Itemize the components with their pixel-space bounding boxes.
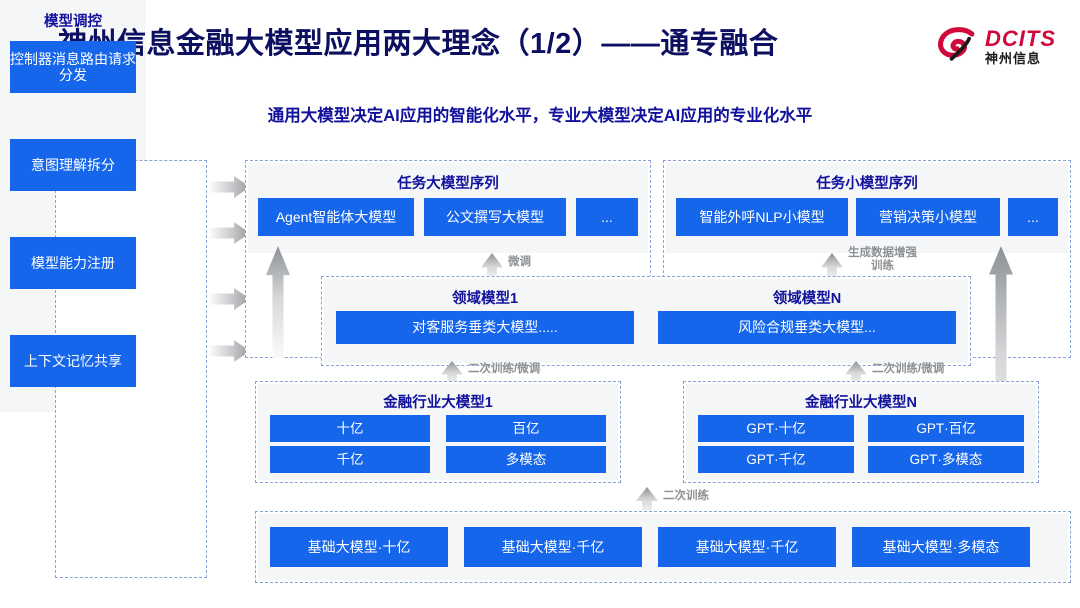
domain-panel: 领域模型1 领域模型N 对客服务垂类大模型..... 风险合规垂类大模型... <box>324 279 968 363</box>
sidebar-item-label: 控制器消息路由请求分发 <box>10 50 136 83</box>
sidebar-item-label: 上下文记忆共享 <box>24 352 122 369</box>
flow-label-finetune: 微调 <box>508 256 531 268</box>
task-large-item-label: Agent智能体大模型 <box>275 208 397 225</box>
flow-arrow-right-1 <box>208 176 250 198</box>
base-model-label: 基础大模型·多模态 <box>882 538 1000 555</box>
domain-model-item-label: 对客服务垂类大模型..... <box>412 319 558 336</box>
task-large-panel: 任务大模型序列 Agent智能体大模型 公文撰写大模型 ... <box>248 163 648 253</box>
base-model-label: 基础大模型·千亿 <box>695 538 799 555</box>
swirl-logo-icon <box>938 27 975 61</box>
flow-label-data-aug-line1: 生成数据增强 <box>848 247 917 259</box>
industry-n-item-0[interactable]: GPT·十亿 <box>698 415 854 442</box>
task-large-item-agent[interactable]: Agent智能体大模型 <box>258 198 414 236</box>
domain-model-n-item[interactable]: 风险合规垂类大模型... <box>658 311 956 344</box>
industry-1-item-3[interactable]: 多模态 <box>446 446 606 473</box>
domain-model-1-title: 领域模型1 <box>451 291 519 307</box>
industry-item-label: GPT·百亿 <box>916 420 976 436</box>
task-small-item-label: ... <box>1027 208 1039 225</box>
domain-model-n-title: 领域模型N <box>772 291 842 307</box>
flow-arrow-right-4 <box>208 340 250 362</box>
industry-n-item-2[interactable]: GPT·千亿 <box>698 446 854 473</box>
flow-arrow-right-2 <box>208 222 250 244</box>
industry-model-n-panel: 金融行业大模型N GPT·十亿 GPT·百亿 GPT·千亿 GPT·多模态 <box>686 384 1036 480</box>
task-large-item-document[interactable]: 公文撰写大模型 <box>424 198 566 236</box>
industry-model-1-panel: 金融行业大模型1 十亿 百亿 千亿 多模态 <box>258 384 618 480</box>
page-subtitle: 通用大模型决定AI应用的智能化水平，专业大模型决定AI应用的专业化水平 <box>267 107 813 125</box>
task-small-item-label: 智能外呼NLP小模型 <box>699 208 825 225</box>
sidebar-title: 模型调控 <box>44 14 102 30</box>
task-large-item-label: ... <box>601 208 613 225</box>
industry-item-label: GPT·千亿 <box>746 451 806 467</box>
industry-n-item-3[interactable]: GPT·多模态 <box>868 446 1024 473</box>
flow-label-base-retrain: 二次训练 <box>663 490 709 502</box>
base-model-2[interactable]: 基础大模型·千亿 <box>658 527 836 567</box>
sidebar-item-context-memory-sharing[interactable]: 上下文记忆共享 <box>10 335 136 387</box>
industry-item-label: GPT·十亿 <box>746 420 806 436</box>
industry-model-1-title: 金融行业大模型1 <box>383 395 493 411</box>
base-model-3[interactable]: 基础大模型·多模态 <box>852 527 1030 567</box>
domain-model-1-item[interactable]: 对客服务垂类大模型..... <box>336 311 634 344</box>
task-small-item-outbound-nlp[interactable]: 智能外呼NLP小模型 <box>676 198 848 236</box>
industry-n-item-1[interactable]: GPT·百亿 <box>868 415 1024 442</box>
task-small-item-label: 营销决策小模型 <box>879 208 977 225</box>
task-small-item-more[interactable]: ... <box>1008 198 1058 236</box>
brand-sub: 神州信息 <box>985 50 1042 66</box>
task-small-item-marketing[interactable]: 营销决策小模型 <box>856 198 1000 236</box>
industry-model-n-title: 金融行业大模型N <box>805 395 917 411</box>
task-large-title: 任务大模型序列 <box>397 176 499 192</box>
task-small-panel: 任务小模型序列 智能外呼NLP小模型 营销决策小模型 ... <box>666 163 1068 253</box>
flow-label-data-aug: 生成数据增强 训练 <box>848 247 917 273</box>
base-models-panel: 基础大模型·十亿 基础大模型·千亿 基础大模型·千亿 基础大模型·多模态 <box>258 514 1068 580</box>
brand-text: DCITS 神州信息 <box>985 25 1056 66</box>
industry-item-label: 百亿 <box>512 420 540 436</box>
industry-1-item-1[interactable]: 百亿 <box>446 415 606 442</box>
sidebar-item-label: 模型能力注册 <box>31 254 115 271</box>
page-header: 神州信息金融大模型应用两大理念（1/2）——通专融合 DCITS 神州信息 通用… <box>0 0 1080 125</box>
industry-item-label: 千亿 <box>336 451 364 467</box>
base-model-label: 基础大模型·千亿 <box>501 538 605 555</box>
base-model-0[interactable]: 基础大模型·十亿 <box>270 527 448 567</box>
industry-item-label: 十亿 <box>336 420 364 436</box>
industry-1-item-2[interactable]: 千亿 <box>270 446 430 473</box>
task-large-item-label: 公文撰写大模型 <box>446 208 544 225</box>
sidebar-item-label: 意图理解拆分 <box>31 156 115 173</box>
brand-name: DCITS <box>985 25 1056 51</box>
domain-model-item-label: 风险合规垂类大模型... <box>738 319 876 336</box>
sidebar-item-controller-routing[interactable]: 控制器消息路由请求分发 <box>10 41 136 93</box>
base-model-label: 基础大模型·十亿 <box>307 538 411 555</box>
sidebar-panel: 模型调控 控制器消息路由请求分发 意图理解拆分 模型能力注册 上下文记忆共享 <box>0 0 146 412</box>
industry-item-label: 多模态 <box>505 451 547 467</box>
flow-arrow-right-3 <box>208 288 250 310</box>
brand-logo: DCITS 神州信息 <box>936 20 1066 72</box>
industry-1-item-0[interactable]: 十亿 <box>270 415 430 442</box>
flow-label-retrain-right: 二次训练/微调 <box>872 363 945 375</box>
base-model-1[interactable]: 基础大模型·千亿 <box>464 527 642 567</box>
sidebar-item-intent-parsing[interactable]: 意图理解拆分 <box>10 139 136 191</box>
flow-label-retrain-left: 二次训练/微调 <box>468 363 541 375</box>
page-title: 神州信息金融大模型应用两大理念（1/2）——通专融合 <box>58 28 779 60</box>
industry-item-label: GPT·多模态 <box>909 451 983 467</box>
task-large-item-more[interactable]: ... <box>576 198 638 236</box>
flow-label-data-aug-line2: 训练 <box>871 260 894 273</box>
sidebar-item-capability-registry[interactable]: 模型能力注册 <box>10 237 136 289</box>
task-small-title: 任务小模型序列 <box>816 176 918 192</box>
